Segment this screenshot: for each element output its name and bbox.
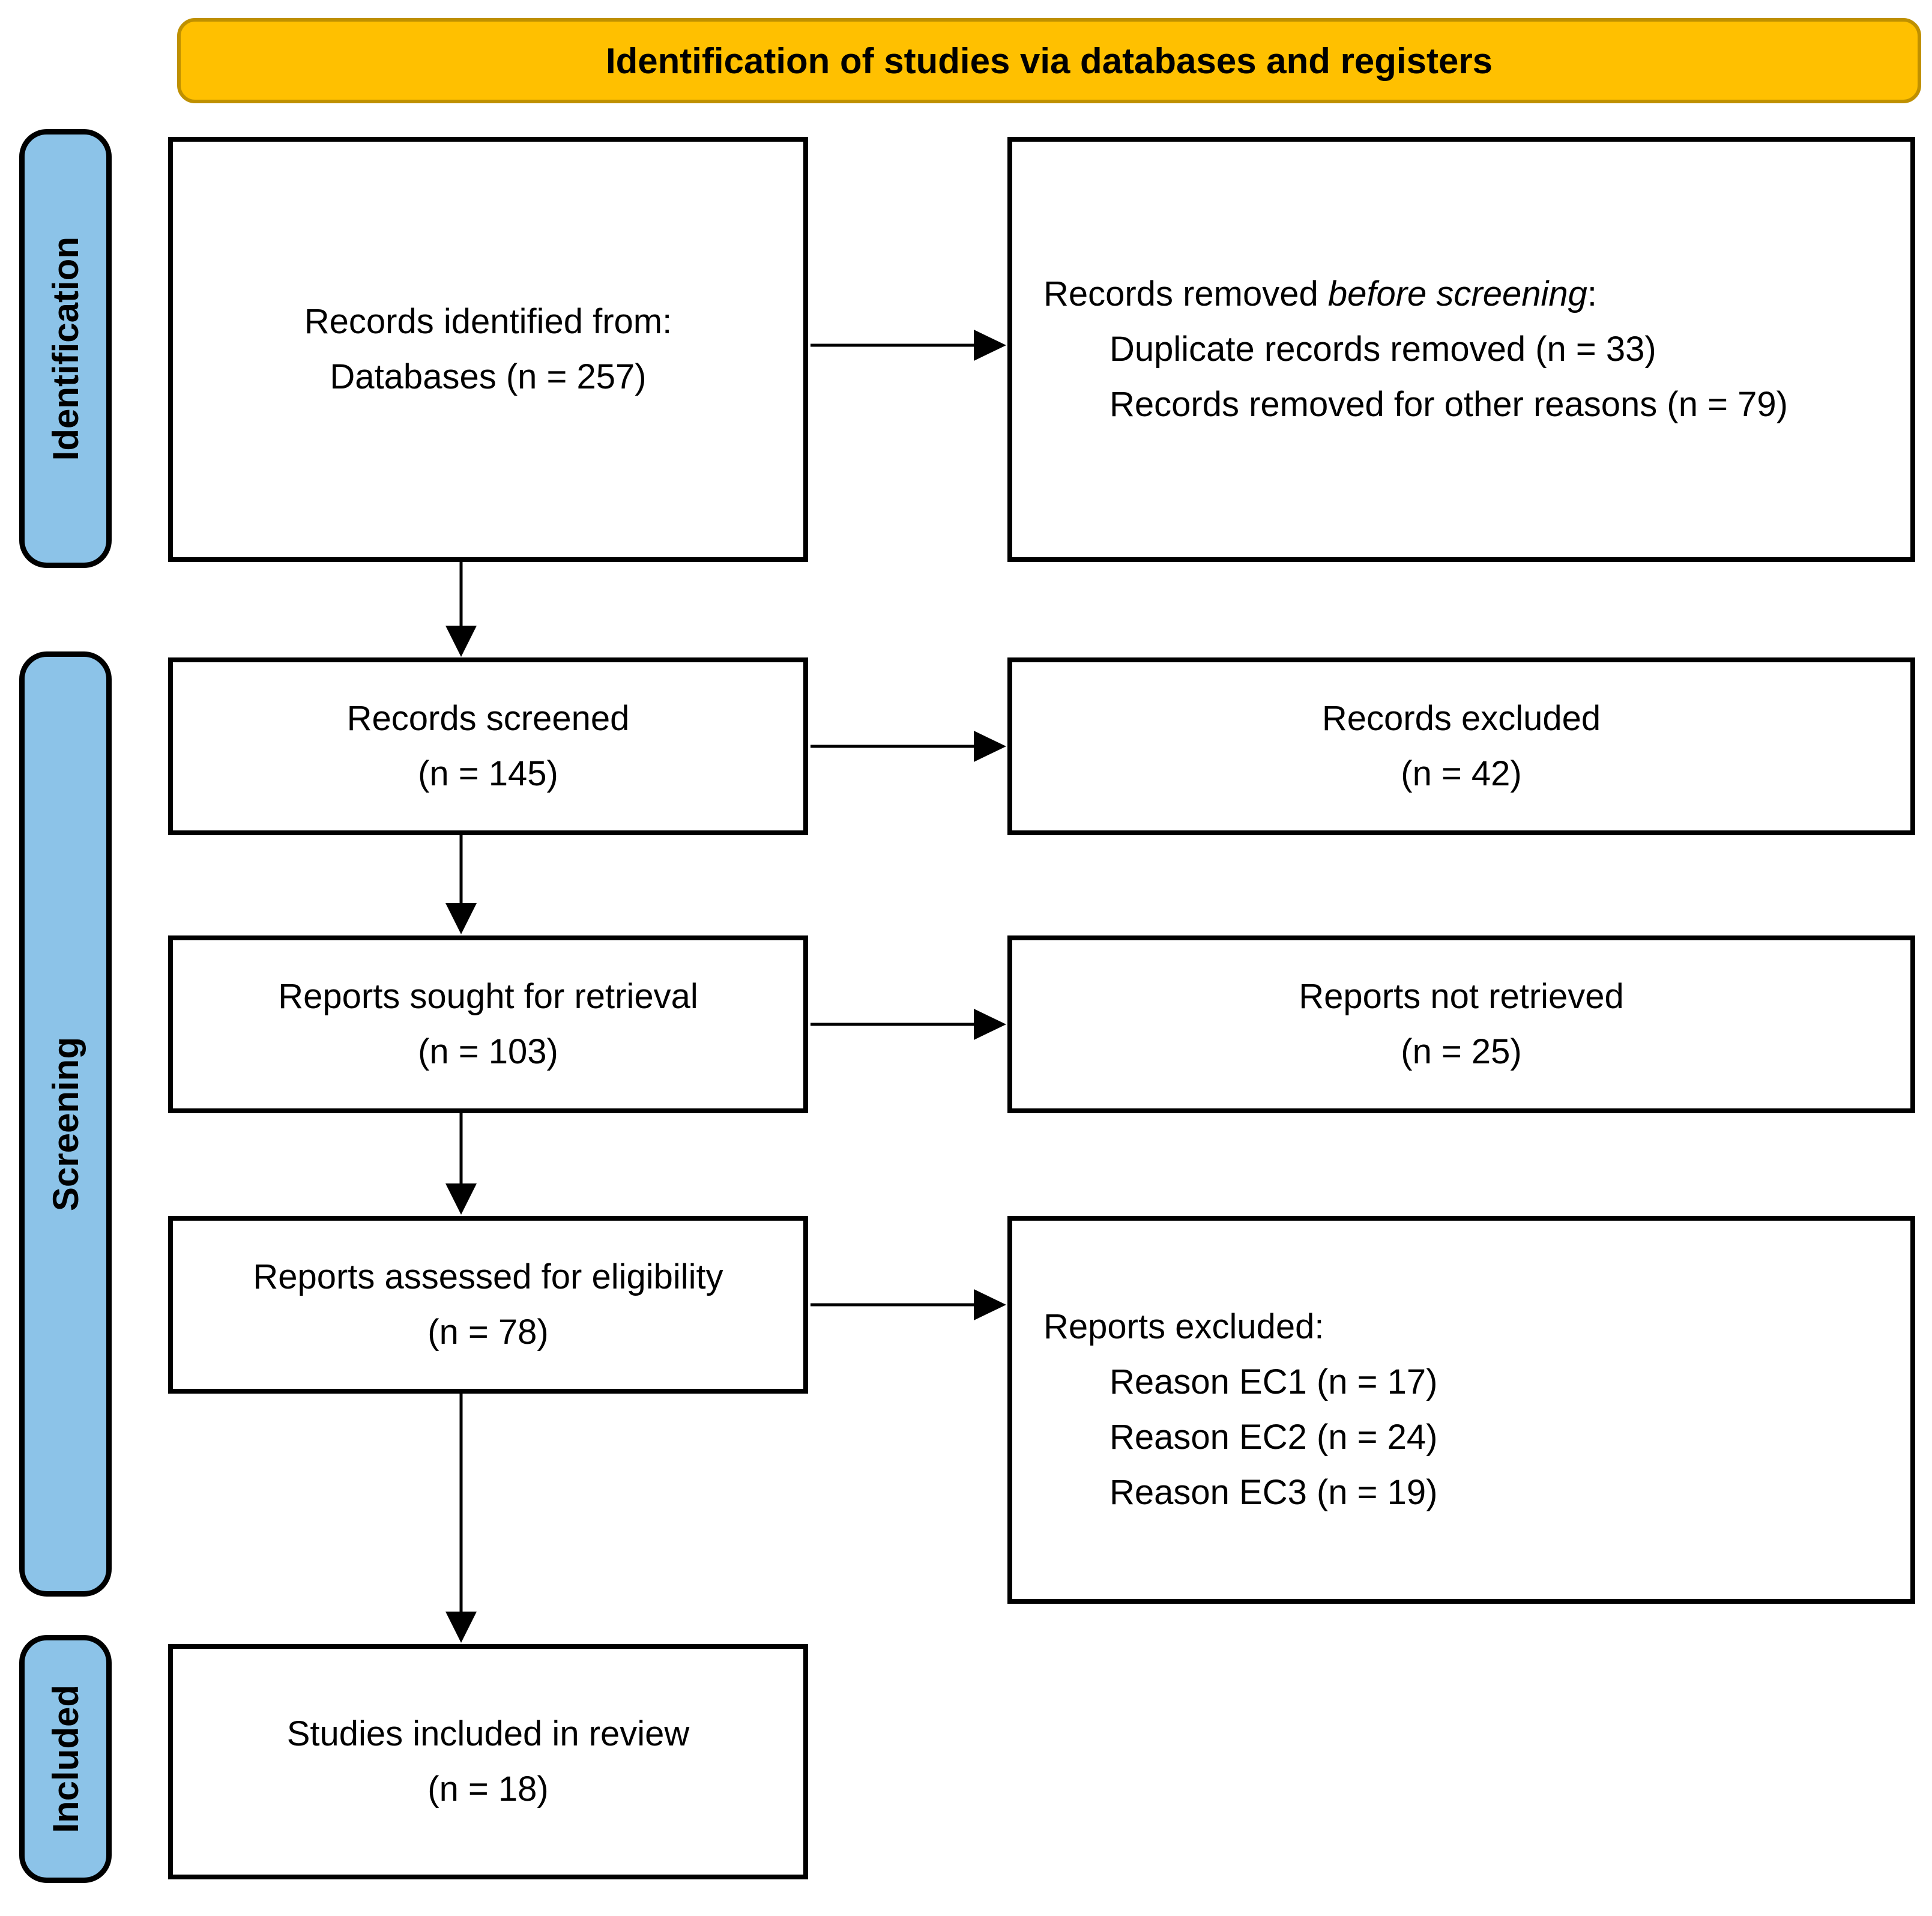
records-removed-item-2: Records removed for other reasons (n = 7… <box>1109 385 1788 424</box>
stage-label-screening-text: Screening <box>45 1036 86 1212</box>
banner: Identification of studies via databases … <box>177 18 1921 103</box>
arrow-screened-to-excluded <box>811 731 1006 762</box>
records-excluded-line-1: Records excluded <box>1321 699 1601 738</box>
records-identified-line-2: Databases (n = 257) <box>330 357 647 396</box>
records-removed-title-suffix: : <box>1587 274 1598 313</box>
reports-sought-line-1: Reports sought for retrieval <box>278 977 698 1016</box>
reports-excluded-item-1: Reason EC1 (n = 17) <box>1109 1362 1438 1401</box>
stage-label-identification: Identification <box>19 129 112 568</box>
reports-sought-line-2: (n = 103) <box>418 1032 558 1071</box>
records-excluded-line-2: (n = 42) <box>1401 754 1522 793</box>
records-screened-line-2: (n = 145) <box>418 754 558 793</box>
records-removed-title: Records removed before screening: <box>1043 267 1597 322</box>
records-screened-line-1: Records screened <box>346 699 630 738</box>
stage-label-identification-text: Identification <box>45 236 86 461</box>
reports-not-retrieved-line-2: (n = 25) <box>1401 1032 1522 1071</box>
records-identified-line-1: Records identified from: <box>304 302 672 341</box>
box-reports-sought: Reports sought for retrieval (n = 103) <box>168 935 808 1113</box>
banner-title: Identification of studies via databases … <box>605 40 1493 81</box>
box-reports-excluded: Reports excluded: Reason EC1 (n = 17) Re… <box>1007 1216 1915 1604</box>
reports-assessed-line-2: (n = 78) <box>427 1313 549 1352</box>
arrow-screened-to-sought <box>445 835 477 934</box>
reports-assessed-line-1: Reports assessed for eligibility <box>253 1257 723 1296</box>
studies-included-line-1: Studies included in review <box>286 1714 690 1753</box>
box-reports-not-retrieved: Reports not retrieved (n = 25) <box>1007 935 1915 1113</box>
stage-label-included-text: Included <box>45 1685 86 1833</box>
arrow-identified-to-screened <box>445 562 477 657</box>
reports-excluded-item-2: Reason EC2 (n = 24) <box>1109 1418 1438 1457</box>
box-studies-included: Studies included in review (n = 18) <box>168 1644 808 1879</box>
reports-excluded-item-3: Reason EC3 (n = 19) <box>1109 1473 1438 1512</box>
arrow-assessed-to-reports-excluded <box>811 1289 1006 1320</box>
box-records-identified: Records identified from: Databases (n = … <box>168 137 808 562</box>
box-records-screened: Records screened (n = 145) <box>168 657 808 835</box>
arrow-sought-to-not-retrieved <box>811 1009 1006 1040</box>
reports-not-retrieved-line-1: Reports not retrieved <box>1299 977 1624 1016</box>
arrow-identified-to-removed <box>811 330 1006 361</box>
stage-label-screening: Screening <box>19 651 112 1597</box>
box-records-excluded: Records excluded (n = 42) <box>1007 657 1915 835</box>
studies-included-line-2: (n = 18) <box>427 1769 549 1809</box>
records-removed-item-1: Duplicate records removed (n = 33) <box>1109 330 1656 369</box>
box-reports-assessed: Reports assessed for eligibility (n = 78… <box>168 1216 808 1394</box>
records-removed-title-prefix: Records removed <box>1043 274 1328 313</box>
arrow-assessed-to-included <box>445 1394 477 1643</box>
reports-excluded-title: Reports excluded: <box>1043 1307 1324 1346</box>
arrow-sought-to-assessed <box>445 1113 477 1215</box>
box-records-removed: Records removed before screening: Duplic… <box>1007 137 1915 562</box>
stage-label-included: Included <box>19 1635 112 1883</box>
records-removed-title-italic: before screening <box>1327 274 1587 313</box>
